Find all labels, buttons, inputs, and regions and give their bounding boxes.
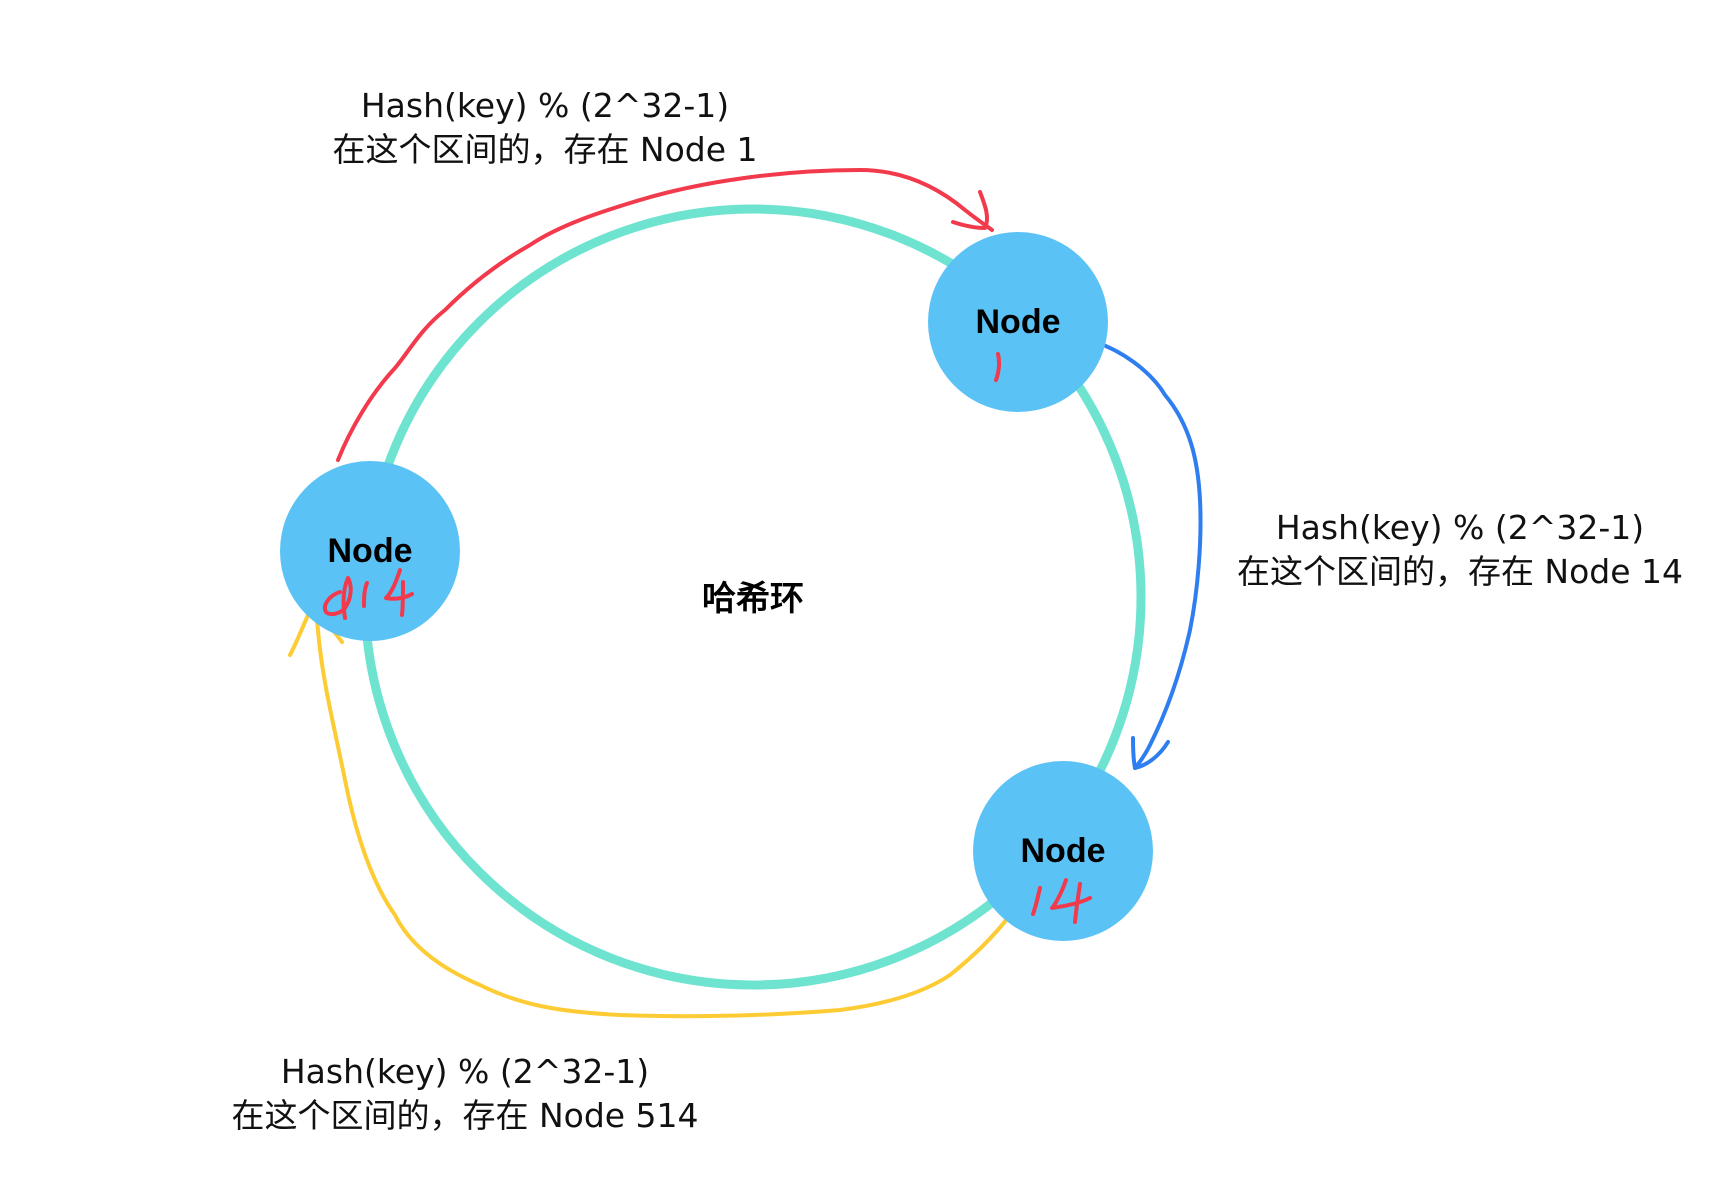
node-1-handwritten-number bbox=[994, 352, 1002, 382]
annotation-node-1-formula: Hash(key) % (2^32-1) bbox=[360, 86, 730, 125]
node-1-circle bbox=[928, 232, 1108, 412]
annotation-node-14-formula: Hash(key) % (2^32-1) bbox=[1275, 508, 1645, 547]
blue-arrow-to-node-14 bbox=[1093, 340, 1203, 770]
annotation-node-514: Hash(key) % (2^32-1) 在这个区间的，存在 Node 514 bbox=[195, 1050, 735, 1138]
node-14-handwritten-number bbox=[1031, 878, 1092, 924]
node-1-label: Node bbox=[976, 303, 1061, 341]
annotation-node-14-description: 在这个区间的，存在 Node 14 bbox=[1236, 552, 1684, 591]
annotation-node-14: Hash(key) % (2^32-1) 在这个区间的，存在 Node 14 bbox=[1200, 506, 1720, 594]
node-514: Node bbox=[280, 461, 460, 641]
ring-title: 哈希环 bbox=[702, 579, 804, 619]
node-14: Node bbox=[973, 761, 1153, 941]
red-arrow-to-node-1 bbox=[336, 168, 994, 462]
node-514-handwritten-number bbox=[323, 568, 414, 620]
node-14-label: Node bbox=[1021, 832, 1106, 870]
blue-arrowhead bbox=[1131, 736, 1170, 770]
annotation-node-1: Hash(key) % (2^32-1) 在这个区间的，存在 Node 1 bbox=[280, 84, 810, 172]
yellow-arrow-to-node-514 bbox=[314, 598, 1012, 1019]
annotation-node-514-description: 在这个区间的，存在 Node 514 bbox=[231, 1096, 699, 1135]
node-1: Node bbox=[928, 232, 1108, 412]
node-514-circle bbox=[280, 461, 460, 641]
red-arrowhead bbox=[951, 190, 990, 230]
node-14-circle bbox=[973, 761, 1153, 941]
annotation-node-1-description: 在这个区间的，存在 Node 1 bbox=[332, 130, 758, 169]
annotation-node-514-formula: Hash(key) % (2^32-1) bbox=[280, 1052, 650, 1091]
node-514-label: Node bbox=[328, 532, 413, 570]
